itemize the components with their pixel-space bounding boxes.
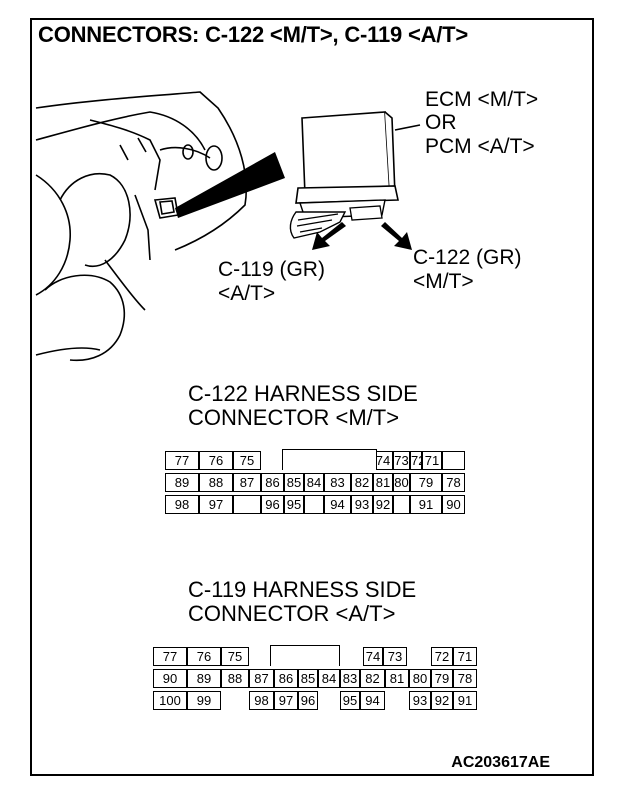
c119-pin-81: 81 [385,669,409,688]
dashboard-drawing [35,91,248,362]
c122-pin-83: 83 [324,473,351,492]
c122-pin-82: 82 [351,473,373,492]
c122-pin-96: 96 [261,495,284,514]
c122-pin-87: 87 [233,473,261,492]
c122-pin-91: 91 [410,495,442,514]
c122-pin-98: 98 [165,495,199,514]
c122-pin-80: 80 [393,473,410,492]
c119-pin-73: 73 [383,647,407,666]
c119-pin-94: 94 [360,691,385,710]
c119-pin-87: 87 [249,669,274,688]
diagram-frame: CONNECTORS: C-122 <M/T>, C-119 <A/T> AC2… [30,18,594,776]
leader-wedge [175,152,285,218]
ecm-label-line2: OR [425,111,457,134]
c122-pin-81: 81 [373,473,393,492]
c122-blank-position [393,495,410,514]
c122-pin-93: 93 [351,495,373,514]
c119-pin-89: 89 [187,669,221,688]
c122-pin-71: 71 [422,451,442,470]
c122-pin-92: 92 [373,495,393,514]
c119-pin-76: 76 [187,647,221,666]
c119-pin-80: 80 [409,669,431,688]
c122-pin-76: 76 [199,451,233,470]
c119-pin-74: 74 [363,647,383,666]
c119-pin-92: 92 [431,691,453,710]
c122-pin-85: 85 [284,473,304,492]
c122-label-line1: C-122 (GR) [413,246,522,269]
diagram-title: CONNECTORS: C-122 <M/T>, C-119 <A/T> [38,22,469,47]
c119-pin-93: 93 [409,691,431,710]
c119-arrow [312,222,346,250]
c122-blank-position [233,495,261,514]
c122-pin-72: 72 [410,451,422,470]
c122-header-line2: CONNECTOR <M/T> [188,405,400,430]
c119-header-line2: CONNECTOR <A/T> [188,601,396,626]
c119-pin-75: 75 [221,647,249,666]
c119-pin-78: 78 [453,669,477,688]
c119-pin-79: 79 [431,669,453,688]
c122-pin-78: 78 [442,473,465,492]
ecm-label-line3: PCM <A/T> [425,135,535,158]
ecm-module-drawing [289,111,421,239]
c122-pin-75: 75 [233,451,261,470]
c122-label-line2: <M/T> [413,270,474,293]
c122-key-notch [282,449,377,470]
c122-blank-position [304,495,324,514]
c119-label-line1: C-119 (GR) [218,258,325,281]
c122-header-line1: C-122 HARNESS SIDE [188,381,418,406]
c122-pin-94: 94 [324,495,351,514]
c119-pin-83: 83 [340,669,360,688]
c119-pin-84: 84 [318,669,340,688]
c119-pin-91: 91 [453,691,477,710]
c122-pin-88: 88 [199,473,233,492]
c119-pin-98: 98 [249,691,274,710]
figure-code: AC203617AE [451,754,550,771]
c119-pin-72: 72 [431,647,453,666]
c119-pin-97: 97 [274,691,298,710]
c122-pin-89: 89 [165,473,199,492]
c122-pin-84: 84 [304,473,324,492]
c119-pin-95: 95 [340,691,360,710]
c122-pin-86: 86 [261,473,284,492]
c122-pin-undefined [442,451,465,470]
c122-pin-90: 90 [442,495,465,514]
c119-label-line2: <A/T> [218,282,276,305]
c122-pin-97: 97 [199,495,233,514]
c119-pin-90: 90 [153,669,187,688]
c119-pin-85: 85 [298,669,318,688]
c119-pin-86: 86 [274,669,298,688]
c119-pin-82: 82 [360,669,385,688]
c119-key-notch [270,645,340,666]
c122-pin-77: 77 [165,451,199,470]
ecm-label-line1: ECM <M/T> [425,88,539,111]
c119-pin-96: 96 [298,691,318,710]
c119-pin-88: 88 [221,669,249,688]
c119-pin-100: 100 [153,691,187,710]
c122-pin-73: 73 [393,451,410,470]
c122-pin-79: 79 [410,473,442,492]
c122-arrow [381,222,412,250]
c119-pin-99: 99 [187,691,221,710]
c119-pin-77: 77 [153,647,187,666]
c122-pin-95: 95 [284,495,304,514]
c119-header-line1: C-119 HARNESS SIDE [188,577,417,602]
c119-pin-71: 71 [453,647,477,666]
